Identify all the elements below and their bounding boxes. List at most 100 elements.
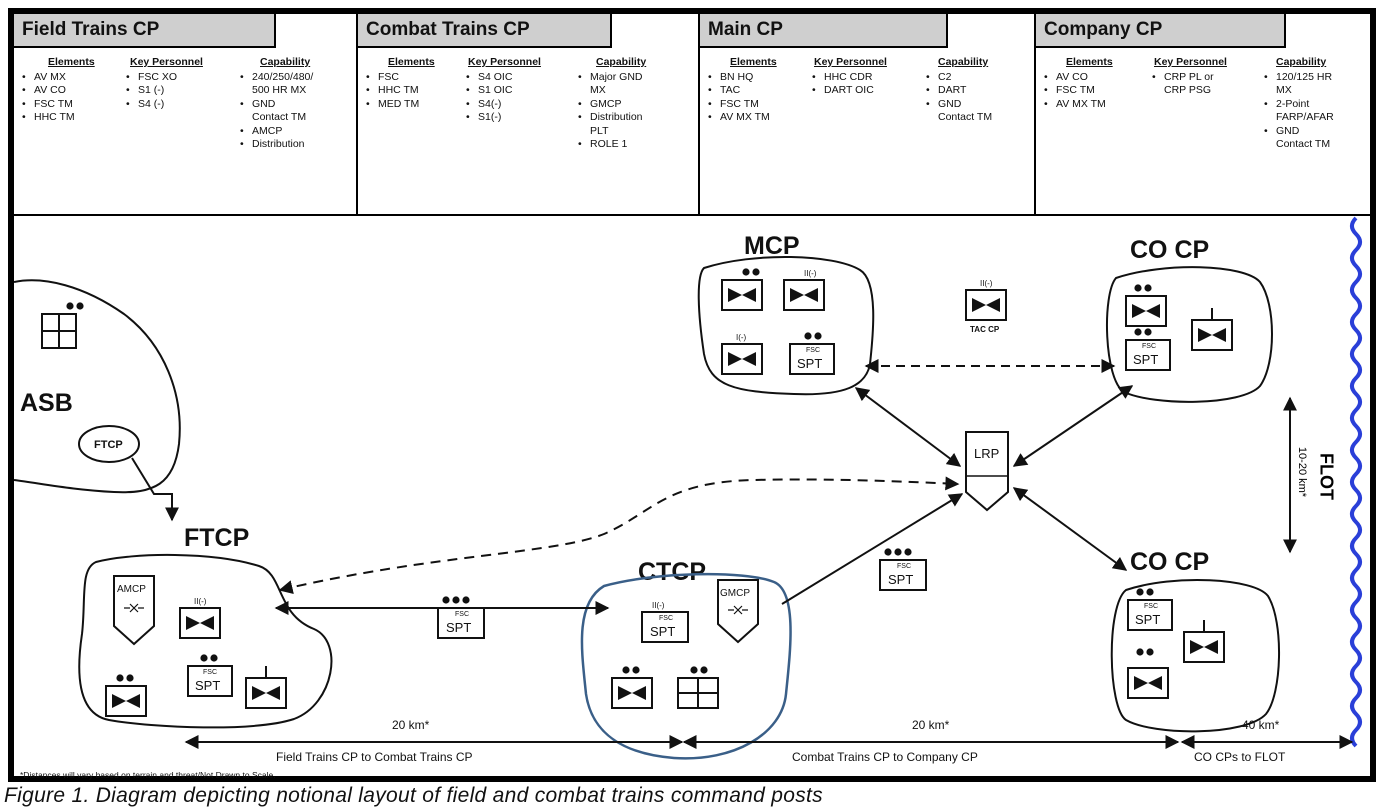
svg-text:GMCP: GMCP	[720, 588, 750, 599]
list-item: HHC TM	[22, 111, 95, 125]
ftcp-co-unit	[245, 666, 287, 709]
list-item: GMCP	[578, 98, 646, 112]
list-item: FSC	[366, 71, 435, 85]
tac-cp-label: TAC CP	[970, 325, 1000, 334]
personnel-column: Key Personnel CRP PL or CRP PSG	[1152, 56, 1227, 98]
flot-range-label: 10-20 km*	[1296, 446, 1308, 498]
list-item: GND Contact TM	[926, 98, 992, 125]
list-item: GND Contact TM	[1264, 125, 1334, 152]
list-item: Distribution PLT	[578, 111, 646, 138]
co-cp-bottom-label: CO CP	[1130, 548, 1209, 576]
co-cp-top-avco-unit	[1125, 295, 1167, 327]
flot-line	[1350, 216, 1362, 748]
ctcp-label: CTCP	[638, 558, 706, 586]
lrp-icon: LRP	[965, 431, 1009, 512]
svg-text:SPT: SPT	[1133, 352, 1158, 367]
footnote: *Distances will vary based on terrain an…	[20, 770, 276, 780]
elements-column: Elements FSCHHC TMMED TM	[366, 56, 435, 111]
svg-text:SPT: SPT	[195, 678, 220, 693]
list-item: AMCP	[240, 125, 313, 139]
section-label-1: Field Trains CP to Combat Trains CP	[276, 750, 473, 764]
svg-text:FSC: FSC	[806, 347, 820, 354]
ftcp-label: FTCP	[184, 524, 249, 552]
list-item: S1(-)	[466, 111, 541, 125]
svg-text:SPT: SPT	[797, 356, 822, 371]
list-item: 120/125 HR MX	[1264, 71, 1334, 98]
elements-heading: Elements	[48, 56, 95, 68]
co-cp-bottom-avco-unit	[1127, 667, 1169, 699]
cocp-bottom-lrp-arrow	[1012, 487, 1128, 571]
list-item: HHC CDR	[812, 71, 887, 85]
list-item: CRP PL or CRP PSG	[1152, 71, 1227, 98]
svg-text:II(-): II(-)	[652, 601, 665, 610]
amcp-icon: AMCP	[113, 575, 155, 646]
co-cp-top-boundary	[1105, 266, 1273, 403]
list-item: ROLE 1	[578, 138, 646, 152]
list-item: HHC TM	[366, 84, 435, 98]
list-item: MED TM	[366, 98, 435, 112]
svg-text:SPT: SPT	[1135, 612, 1160, 627]
personnel-column: Key Personnel S4 OICS1 OICS4(-)S1(-)	[466, 56, 541, 125]
list-item: 240/250/480/ 500 HR MX	[240, 71, 313, 98]
ftcp-spt-unit: FSC SPT	[187, 654, 233, 697]
list-item: DART OIC	[812, 84, 887, 98]
panel-company-cp: Company CP Elements AV COFSC TMAV MX TM …	[1036, 14, 1370, 216]
list-item: S4 (-)	[126, 98, 203, 112]
capability-column: Capability 120/125 HR MX2-Point FARP/AFA…	[1264, 56, 1334, 152]
distance-label-3: 40 km*	[1242, 718, 1280, 732]
ftcp-lrp-dashed-arrow	[278, 476, 960, 594]
svg-text:II(-): II(-)	[804, 269, 817, 278]
ftcp-small-label: FTCP	[94, 439, 123, 451]
section-label-2: Combat Trains CP to Company CP	[792, 750, 978, 764]
list-item: FSC XO	[126, 71, 203, 85]
tac-cp-unit	[965, 289, 1007, 321]
personnel-column: Key Personnel FSC XOS1 (-)S4 (-)	[126, 56, 203, 111]
svg-text:FSC: FSC	[659, 615, 673, 622]
ctcp-med-unit	[611, 677, 653, 709]
co-cp-top-co-unit	[1191, 308, 1233, 351]
list-item: AV MX TM	[708, 111, 777, 125]
flot-label: FLOT	[1316, 453, 1337, 500]
convoy-spt-unit-left: FSC SPT	[437, 596, 485, 639]
svg-text:FSC: FSC	[455, 611, 469, 618]
ftcp-small-boundary	[78, 425, 140, 463]
svg-text:SPT: SPT	[446, 620, 471, 635]
list-item: S1 OIC	[466, 84, 541, 98]
panel-title: Main CP	[700, 14, 948, 48]
svg-text:II(-): II(-)	[194, 597, 207, 606]
panel-title: Field Trains CP	[14, 14, 276, 48]
asb-label: ASB	[20, 389, 73, 417]
mcp-tac-unit	[783, 279, 825, 311]
asb-boundary	[14, 279, 181, 494]
svg-text:AMCP: AMCP	[117, 584, 146, 595]
mcp-spt-unit: FSC SPT	[789, 332, 835, 375]
list-item: BN HQ	[708, 71, 777, 85]
co-cp-top-spt-unit: FSC SPT	[1125, 328, 1171, 371]
distance-label-2: 20 km*	[912, 718, 950, 732]
list-item: AV CO	[1044, 71, 1113, 85]
capability-heading: Capability	[1276, 56, 1327, 68]
panel-title: Company CP	[1036, 14, 1286, 48]
capability-heading: Capability	[596, 56, 647, 68]
gmcp-icon: GMCP	[717, 579, 759, 644]
ctcp-lrp-arrow	[781, 493, 964, 605]
capability-heading: Capability	[260, 56, 311, 68]
ctcp-boundary	[580, 572, 792, 760]
list-item: AV MX	[22, 71, 95, 85]
figure-caption: Figure 1. Diagram depicting notional lay…	[4, 784, 823, 807]
elements-heading: Elements	[1066, 56, 1113, 68]
ctcp-hhc-unit	[677, 666, 719, 709]
svg-text:SPT: SPT	[650, 624, 675, 639]
elements-column: Elements BN HQTACFSC TMAV MX TM	[708, 56, 777, 125]
capability-heading: Capability	[938, 56, 989, 68]
svg-text:I(-): I(-)	[736, 333, 747, 342]
list-item: Major GND MX	[578, 71, 646, 98]
list-item: GND Contact TM	[240, 98, 313, 125]
elements-column: Elements AV COFSC TMAV MX TM	[1044, 56, 1113, 111]
figure-frame: Field Trains CP Elements AV MX AV CO FSC T…	[8, 8, 1376, 782]
co-cp-top-label: CO CP	[1130, 236, 1209, 264]
panel-field-trains-cp: Field Trains CP Elements AV MXAV COFSC T…	[14, 14, 358, 216]
personnel-heading: Key Personnel	[130, 56, 203, 68]
list-item: Distribution	[240, 138, 313, 152]
elements-heading: Elements	[388, 56, 435, 68]
